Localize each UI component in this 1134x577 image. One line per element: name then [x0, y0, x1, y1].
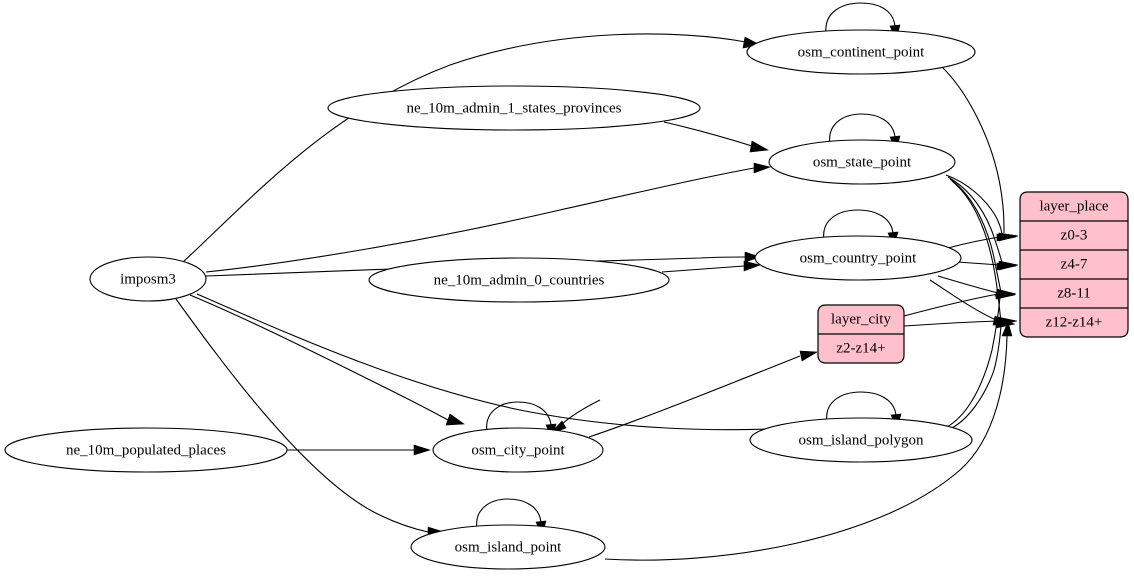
node-osm_island_polygon[interactable]: osm_island_polygon — [749, 417, 973, 463]
node-label-osm_state_point: osm_state_point — [813, 154, 912, 170]
edge-ne_10m_admin_0_countries-to-osm_country_point — [661, 265, 745, 273]
node-label-imposm3: imposm3 — [120, 271, 176, 287]
edge-imposm3-to-osm_city_point — [189, 294, 449, 421]
arrowhead — [1001, 321, 1013, 337]
edges-layer — [175, 2, 1019, 561]
arrowhead — [799, 350, 818, 362]
arrowhead — [998, 232, 1019, 242]
edge-self-loop-osm_island_polygon — [826, 391, 897, 423]
node-osm_country_point[interactable]: osm_country_point — [754, 235, 962, 281]
node-osm_city_point[interactable]: osm_city_point — [432, 427, 604, 473]
node-label-osm_continent_point: osm_continent_point — [798, 44, 925, 60]
edge-osm_island_polygon-to-layer_place-z12-z14 — [947, 325, 1002, 431]
edge-self-loop-osm_country_point — [823, 209, 894, 241]
arrowhead — [753, 162, 772, 174]
node-ne_10m_admin_1_states_provinces[interactable]: ne_10m_admin_1_states_provinces — [327, 85, 701, 131]
edge-osm_country_point-to-layer_place-z4-7 — [956, 261, 1001, 266]
edge-extra-into-osm_city_point — [561, 399, 601, 425]
layer_place-row-z0-3[interactable]: z0-3 — [1061, 227, 1088, 243]
node-label-ne_10m_admin_0_countries: ne_10m_admin_0_countries — [434, 272, 605, 288]
node-label-ne_10m_populated_places: ne_10m_populated_places — [66, 442, 226, 458]
edge-osm_island_point-to-layer_place-z12-z14 — [604, 335, 1008, 561]
arrowhead — [744, 251, 761, 263]
arrowhead — [994, 290, 1006, 297]
node-ne_10m_populated_places[interactable]: ne_10m_populated_places — [4, 427, 288, 473]
arrowhead — [445, 413, 465, 426]
node-layer_city[interactable]: layer_city z2-z14+ — [817, 0, 1026, 364]
node-label-osm_island_point: osm_island_point — [455, 539, 563, 555]
node-label-ne_10m_admin_1_states_provinces: ne_10m_admin_1_states_provinces — [407, 100, 622, 116]
edge-layer_city-to-layer_place-z12-z14 — [903, 320, 999, 327]
node-label-osm_country_point: osm_country_point — [800, 250, 917, 266]
edge-imposm3-to-osm_island_point — [175, 298, 429, 533]
node-label-osm_island_polygon: osm_island_polygon — [798, 432, 924, 448]
edge-layer_city-to-layer_place-z8-11 — [903, 293, 999, 317]
node-imposm3[interactable]: imposm3 — [89, 256, 207, 302]
edge-osm_continent_point-to-layer_place-z0-3 — [940, 65, 1005, 234]
edge-imposm3-to-osm_continent_point — [182, 33, 747, 263]
edge-osm_country_point-to-layer_place-z12-z14 — [929, 279, 997, 321]
edge-osm_state_point-to-layer_place-z0-3 — [945, 174, 1003, 235]
edge-self-loop-osm_city_point — [486, 401, 552, 433]
layer_place-row-z12-z14[interactable]: z12-z14+ — [1046, 314, 1103, 330]
layer_city-row-z2-z14[interactable]: z2-z14+ — [836, 340, 885, 356]
edge-osm_state_point-to-layer_place-z8-11 — [949, 178, 1002, 293]
edge-osm_state_point-to-layer_place-z4-7 — [947, 176, 1003, 264]
edge-imposm3-to-osm_island_polygon — [196, 293, 791, 431]
edge-self-loop-osm_continent_point — [825, 2, 896, 34]
edge-osm_island_polygon-to-layer_place-z8-11 — [944, 296, 1001, 429]
arrowhead — [743, 260, 762, 272]
edge-osm_city_point-to-layer_city-z2-z14 — [588, 355, 801, 438]
layer_city-header: layer_city — [831, 311, 891, 327]
edge-osm_country_point-to-layer_place-z0-3 — [947, 236, 1001, 249]
edge-self-loop-osm_state_point — [829, 113, 896, 145]
node-osm_island_point[interactable]: osm_island_point — [410, 524, 606, 570]
edge-osm_state_point-to-layer_place-z12-z14 — [951, 180, 1002, 322]
arrowhead — [749, 140, 769, 153]
layer_place-row-z8-11[interactable]: z8-11 — [1057, 285, 1091, 301]
arrowhead — [413, 444, 432, 456]
node-osm_state_point[interactable]: osm_state_point — [768, 139, 956, 185]
node-ne_10m_admin_0_countries[interactable]: ne_10m_admin_0_countries — [368, 257, 670, 303]
edge-imposm3-to-osm_state_point — [205, 167, 755, 273]
layer_place-header: layer_place — [1039, 198, 1108, 214]
arrowhead — [998, 260, 1019, 271]
nodes-layer: imposm3 ne_10m_admin_1_states_provinces … — [4, 0, 1129, 570]
edge-ne_10m_admin_1_states_provinces-to-osm_state_point — [663, 121, 753, 147]
edge-self-loop-osm_island_point — [476, 498, 542, 530]
layer_place-row-z4-7[interactable]: z4-7 — [1061, 256, 1088, 272]
node-layer_place[interactable]: layer_place z0-3 z4-7 z8-11 z12-z14+ — [1019, 191, 1129, 338]
node-label-osm_city_point: osm_city_point — [471, 442, 565, 458]
arrowhead — [995, 319, 1007, 326]
edge-osm_country_point-to-layer_place-z8-11 — [937, 275, 999, 294]
node-osm_continent_point[interactable]: osm_continent_point — [746, 29, 976, 75]
